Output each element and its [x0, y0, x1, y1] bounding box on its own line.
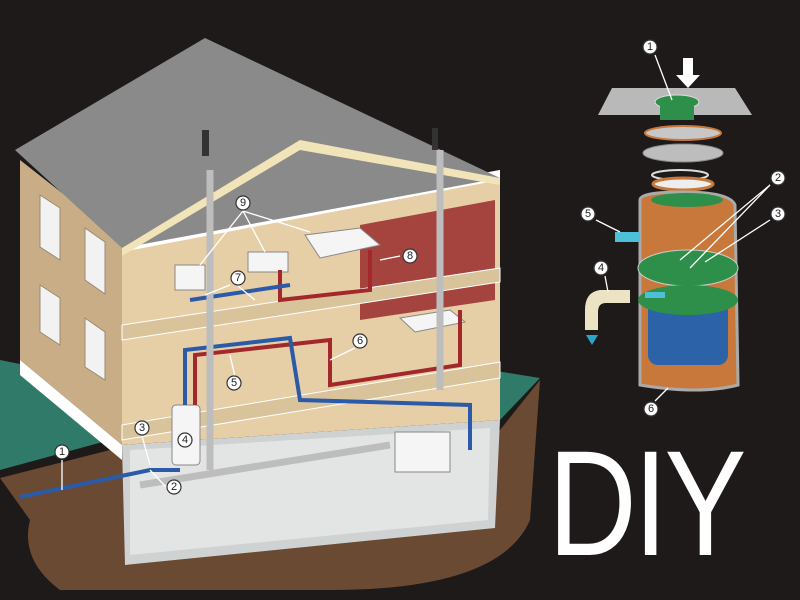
disposal-callout-3: 3	[770, 206, 786, 222]
kitchen-sink	[398, 309, 467, 333]
svg-text:5: 5	[585, 208, 591, 220]
svg-text:5: 5	[231, 377, 237, 389]
svg-text:1: 1	[59, 446, 65, 458]
down-arrow-icon	[676, 58, 700, 88]
toilet	[174, 264, 206, 291]
disposal-callout-1: 1	[642, 39, 658, 55]
svg-text:3: 3	[139, 422, 145, 434]
disposal-leaders	[595, 54, 771, 402]
sump-tank	[394, 431, 451, 473]
svg-text:6: 6	[648, 403, 654, 415]
house-callout-5: 5	[226, 375, 242, 391]
house-callout-1: 1	[54, 444, 70, 460]
svg-text:8: 8	[407, 250, 413, 262]
drain-arrow-icon	[586, 335, 598, 345]
svg-text:9: 9	[240, 197, 246, 209]
drain-pipe	[139, 150, 444, 489]
svg-text:4: 4	[182, 434, 188, 446]
svg-text:1: 1	[647, 41, 653, 53]
grinding-plate	[637, 249, 739, 287]
svg-text:3: 3	[775, 208, 781, 220]
grass-right	[490, 370, 540, 420]
house-callout-2: 2	[166, 479, 182, 495]
disposal-callout-5: 5	[580, 206, 596, 222]
motor	[648, 300, 728, 365]
grass-left	[0, 360, 110, 470]
svg-text:6: 6	[357, 335, 363, 347]
windows	[39, 194, 106, 381]
svg-text:7: 7	[235, 272, 241, 284]
svg-text:4: 4	[598, 262, 604, 274]
svg-text:2: 2	[775, 172, 781, 184]
house-callout-3: 3	[134, 420, 150, 436]
disposal-callout-4: 4	[593, 260, 609, 276]
disposal-diagram: 1 2 3 4 5 6	[580, 39, 786, 417]
house-callout-6: 6	[352, 333, 368, 349]
house-diagram: 1 2 3 4 5 6 7 8 9	[0, 38, 540, 590]
roof	[15, 38, 500, 248]
diy-title: DIY	[548, 419, 746, 587]
pipes	[19, 150, 472, 499]
sink-upstairs	[247, 251, 289, 273]
bathtub	[304, 227, 382, 259]
drain-elbow	[585, 290, 630, 330]
floor-2	[121, 267, 501, 341]
disposal-callout-2: 2	[770, 170, 786, 186]
house-callout-9: 9	[235, 195, 251, 211]
house-callout-8: 8	[402, 248, 418, 264]
dishwasher-inlet-arrow-icon	[615, 232, 640, 242]
house-callout-4: 4	[177, 432, 193, 448]
house-callout-7: 7	[230, 270, 246, 286]
svg-text:2: 2	[171, 481, 177, 493]
disposal-callout-6: 6	[643, 401, 659, 417]
